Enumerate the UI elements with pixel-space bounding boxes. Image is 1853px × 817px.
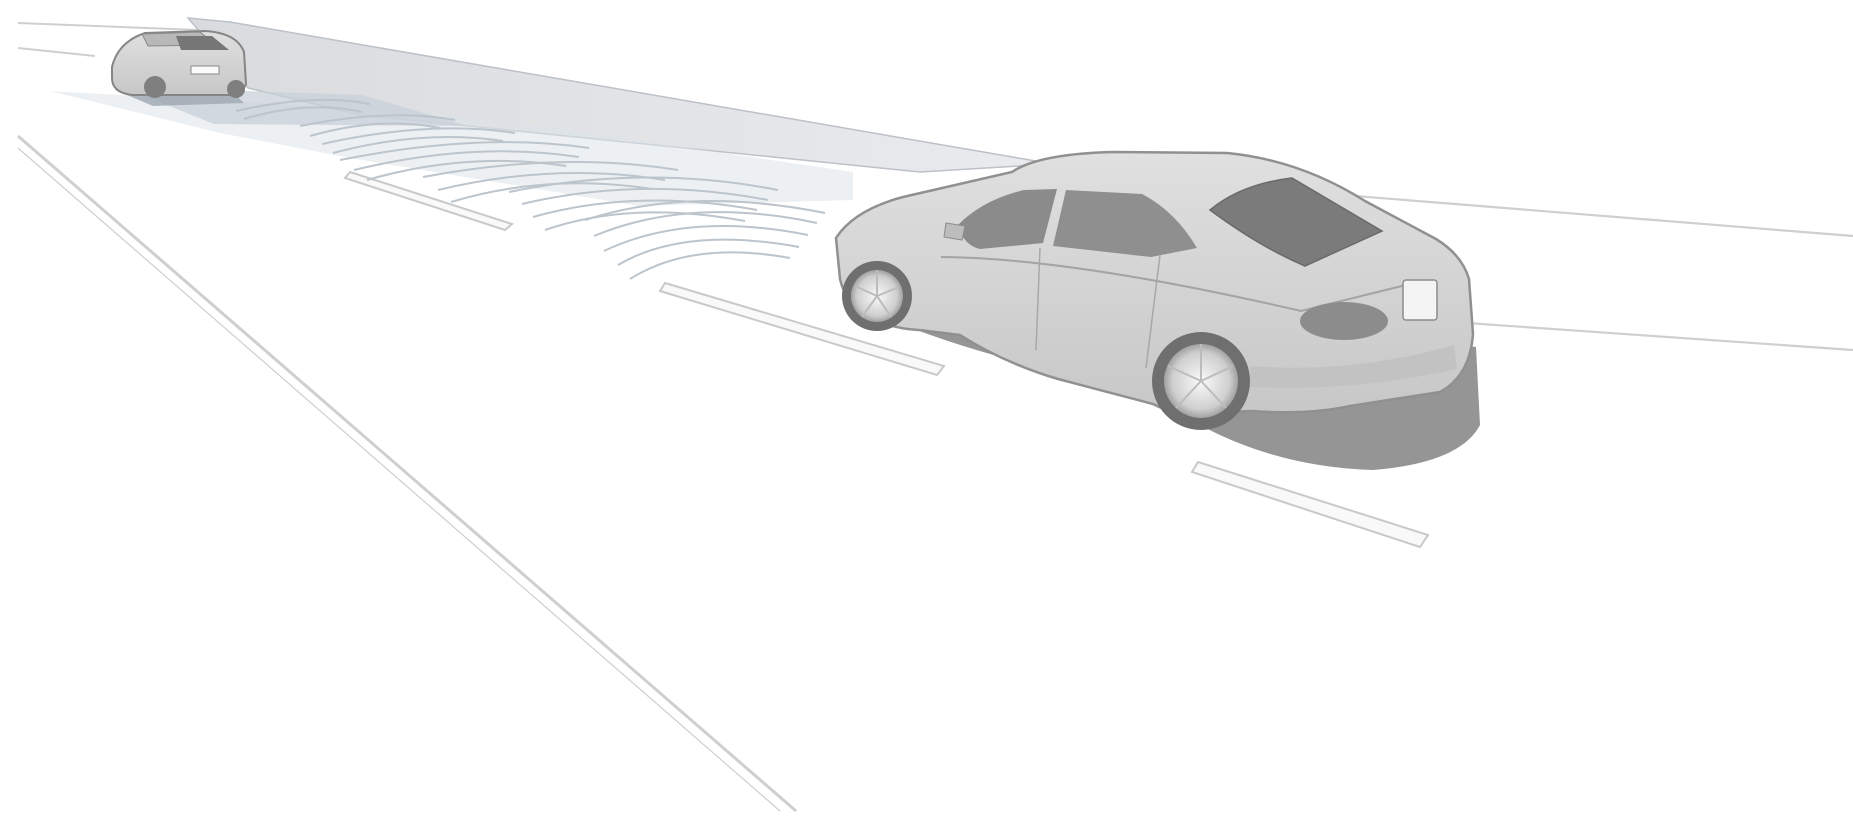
main-vehicle-taillight bbox=[1300, 302, 1388, 340]
main-vehicle-side-mirror bbox=[944, 223, 965, 240]
left-road-edge bbox=[18, 136, 796, 811]
right-road-edge-top bbox=[1355, 196, 1853, 236]
lead-vehicle-plate bbox=[191, 66, 219, 74]
main-vehicle bbox=[836, 152, 1480, 470]
right-road-edge-lower bbox=[1467, 323, 1853, 350]
lead-vehicle-front-wheel bbox=[227, 80, 245, 98]
lane-dash-2 bbox=[1192, 462, 1428, 547]
lead-vehicle-rear-wheel bbox=[144, 76, 166, 98]
main-vehicle-license-plate bbox=[1403, 280, 1437, 320]
left-road-edge-inner bbox=[18, 148, 780, 811]
far-road-line-2 bbox=[18, 48, 95, 56]
lead-vehicle bbox=[112, 31, 246, 106]
